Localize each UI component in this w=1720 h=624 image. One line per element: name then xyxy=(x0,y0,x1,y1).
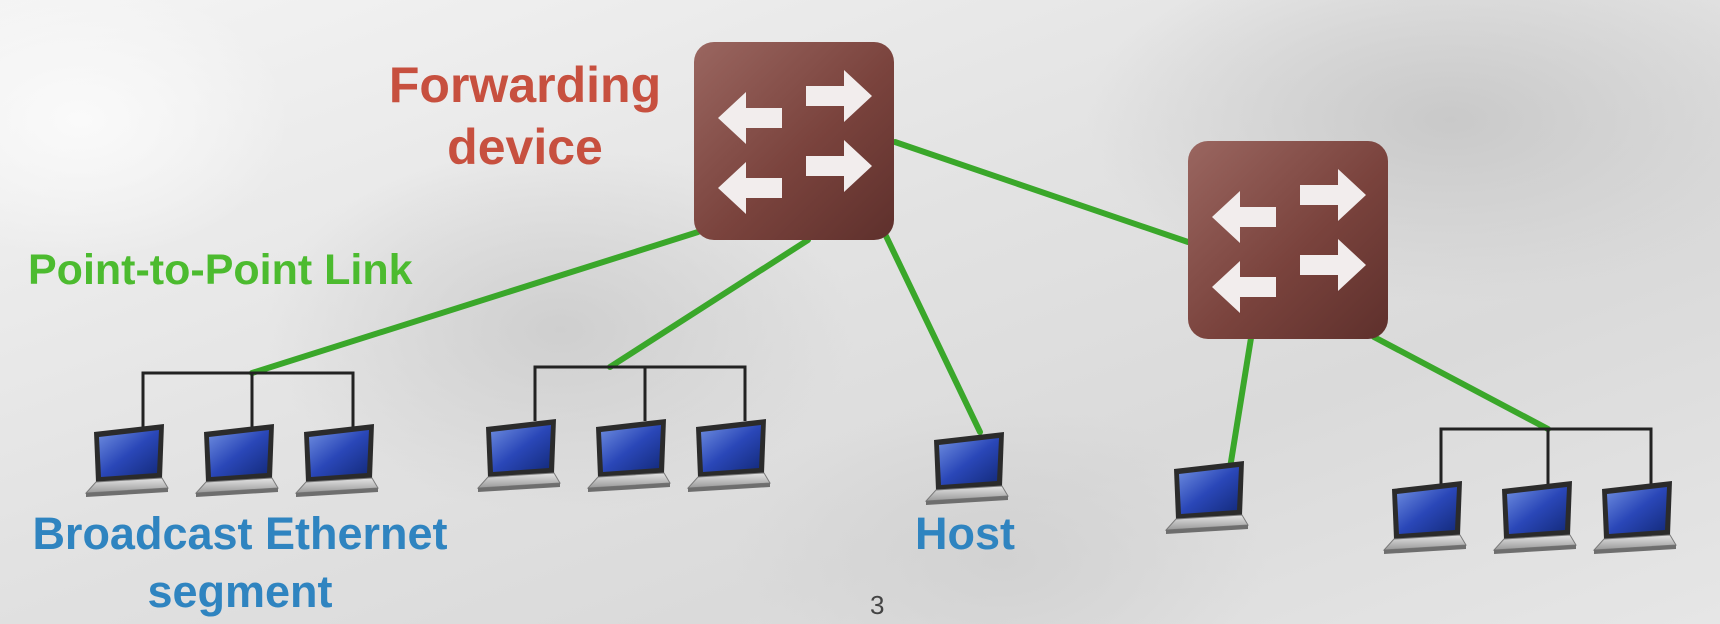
forwarding-device-label: Forwarding device xyxy=(360,54,690,178)
laptop-icon xyxy=(925,431,1009,506)
switch-arrows-icon xyxy=(694,42,894,240)
broadcast-segments xyxy=(141,365,1653,484)
laptop-icon xyxy=(1493,480,1577,555)
switch-arrows-icon xyxy=(1188,141,1388,339)
laptop-icon xyxy=(295,423,379,498)
broadcast-label-line1: Broadcast Ethernet xyxy=(32,508,448,559)
broadcast-segment-label: Broadcast Ethernet segment xyxy=(10,505,470,621)
host-label: Host xyxy=(915,508,1015,559)
link-switch2-segment3 xyxy=(1371,334,1551,432)
point-to-point-label: Point-to-Point Link xyxy=(28,246,413,294)
laptop-icon xyxy=(1593,480,1677,555)
page-number: 3 xyxy=(870,590,885,620)
laptop-icon xyxy=(1383,480,1467,555)
laptop-icon xyxy=(477,418,561,493)
laptop-icon xyxy=(587,418,671,493)
segment-3-bus xyxy=(1439,427,1653,484)
segment-2-bus xyxy=(533,365,747,421)
link-switch1-segment1 xyxy=(249,229,701,376)
laptop-icon xyxy=(85,423,169,498)
laptop-icon xyxy=(1165,460,1249,535)
link-switch1-switch2 xyxy=(892,139,1191,245)
laptop-icon xyxy=(195,423,279,498)
link-switch1-segment2 xyxy=(607,237,811,370)
forwarding-label-line1: Forwarding xyxy=(388,57,662,113)
forwarding-label-line2: device xyxy=(447,119,603,175)
link-switch1-host xyxy=(883,233,983,435)
link-switch2-laptop xyxy=(1227,335,1254,471)
laptop-icon xyxy=(687,418,771,493)
point-to-point-links xyxy=(249,139,1551,471)
broadcast-label-line2: segment xyxy=(147,566,333,617)
segment-1-bus xyxy=(141,371,355,427)
